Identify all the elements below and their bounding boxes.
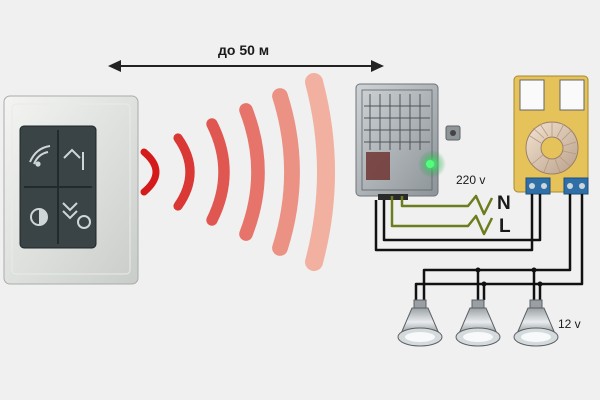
halogen-lamp [513, 299, 559, 347]
halogen-lamp [455, 299, 501, 347]
half-moon-icon [30, 208, 48, 226]
lamp-group [397, 299, 559, 347]
arrow-up-bar-icon [63, 148, 84, 170]
signal-wave [305, 73, 335, 271]
signal-icon [29, 145, 51, 167]
wiring [374, 194, 584, 300]
arrow-down-circle-icon [62, 202, 91, 229]
wall-switch [3, 95, 139, 285]
input-voltage-label: 220 v [456, 173, 486, 187]
output-voltage-label: 12 v [558, 317, 581, 331]
signal-wave [206, 118, 230, 226]
terminal-block-right [563, 177, 589, 195]
distance-label: до 50 м [218, 42, 270, 58]
signal-wave [239, 103, 265, 241]
distance-arrow [108, 60, 384, 72]
halogen-lamp [397, 299, 443, 347]
transformer-module [513, 75, 589, 195]
signal-waves [140, 73, 335, 271]
signal-wave [173, 133, 195, 211]
neutral-label: N [497, 193, 511, 214]
receiver-module [355, 83, 461, 200]
signal-wave [272, 88, 300, 256]
signal-wave [140, 148, 160, 196]
line-label: L [499, 216, 511, 237]
terminal-block-left [525, 177, 551, 195]
